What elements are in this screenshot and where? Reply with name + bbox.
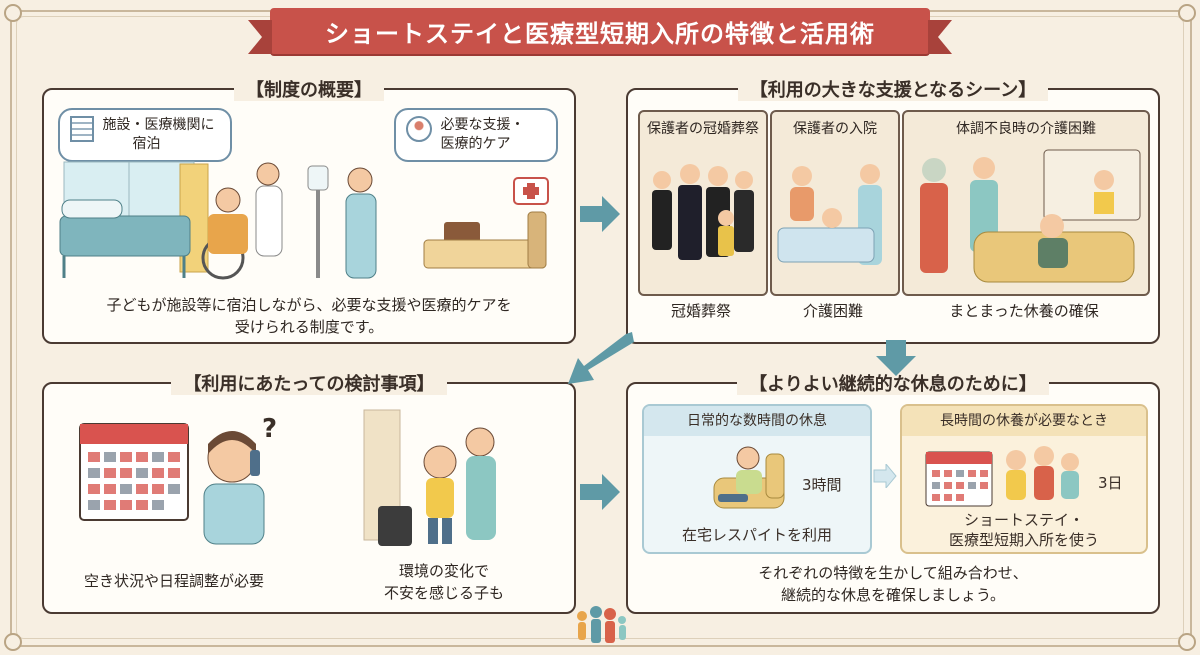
resting-parent-illustration: [713, 446, 785, 509]
summary-line: それぞれの特徴を生かして組み合わせ、: [758, 564, 1028, 582]
corner-ornament: [4, 4, 22, 22]
label-line: 空き状況や日程調整が必要: [83, 572, 264, 590]
overview-description: 子どもが施設等に宿泊しながら、必要な支援や医療的ケアを 受けられる制度です。: [44, 294, 574, 338]
short-rest-card: 日常的な数時間の休息 3時間 在宅レスパイトを利用: [642, 404, 872, 554]
scene-title: 保護者の冠婚葬祭: [647, 121, 759, 137]
scene-hospitalization: 保護者の入院: [770, 110, 900, 296]
hospital-bed: [59, 215, 191, 257]
hospitalization-illustration: [777, 164, 882, 265]
description-line: 受けられる制度です。: [234, 318, 384, 336]
consideration-label: 空き状況や日程調整が必要: [64, 570, 284, 592]
label-line: 医療型短期入所を使う: [948, 531, 1099, 549]
calendar-icon: [79, 423, 189, 521]
scene-ceremony: 保護者の冠婚葬祭: [638, 110, 768, 296]
nurse-head: [256, 162, 280, 186]
overview-illustration: [59, 161, 549, 280]
considerations-panel: 【利用にあたっての検討事項】 ? 空き状況や日程調整が必要 環境の変化で 不安を…: [42, 374, 576, 614]
care-bubble: 必要な支援・ 医療的ケア: [394, 108, 558, 162]
label-line: ショートステイ・: [963, 511, 1084, 529]
family-icon: [577, 606, 626, 643]
arrow-overview-to-scenes: [580, 196, 620, 232]
anxious-child-illustration: [363, 409, 496, 546]
long-rest-title: 長時間の休養が必要なとき: [902, 406, 1146, 436]
staff-head: [347, 167, 373, 193]
bubble-text: 医療的ケア: [440, 136, 511, 152]
considerations-heading: 【利用にあたっての検討事項】: [44, 370, 574, 396]
page-title: ショートステイと医療型短期入所の特徴と活用術: [325, 19, 875, 48]
ceremony-illustration: [652, 164, 754, 260]
suitcase: [444, 222, 480, 244]
staff: [345, 193, 377, 279]
facility-bubble: 施設・医療機関に 宿泊: [58, 108, 232, 162]
scene-illness: 体調不良時の介護困難: [902, 110, 1150, 296]
scenes-heading: 【利用の大きな支援となるシーン】: [628, 76, 1158, 102]
summary-line: 継続的な休息を確保しましょう。: [780, 586, 1006, 604]
arrow-scenes-to-rest: [876, 340, 916, 376]
label-line: 不安を感じる子も: [383, 584, 504, 602]
long-rest-calendar-icon: [925, 451, 993, 507]
scene-label: 介護困難: [802, 302, 863, 320]
luggage: [378, 506, 412, 546]
bubble-text: 必要な支援・: [440, 117, 525, 133]
overview-heading: 【制度の概要】: [44, 76, 574, 102]
rest-heading: 【よりよい継続的な休息のために】: [628, 370, 1158, 396]
overview-panel: 【制度の概要】 施設・医療機関に 宿泊 必要な支援・ 医療的ケア: [42, 80, 576, 344]
question-mark: ?: [262, 414, 278, 444]
short-rest-title: 日常的な数時間の休息: [644, 406, 870, 436]
medical-care-icon: [406, 116, 432, 142]
bubble-text: 施設・医療機関に: [102, 117, 215, 133]
corner-ornament: [4, 633, 22, 651]
arrow-scenes-to-considerations: [568, 332, 634, 384]
consideration-label: 環境の変化で 不安を感じる子も: [344, 560, 544, 604]
label-line: 環境の変化で: [398, 562, 489, 580]
child-head: [215, 187, 241, 213]
building-icon: [70, 116, 94, 142]
title-banner: ショートステイと医療型短期入所の特徴と活用術: [248, 8, 952, 54]
short-rest-duration: 3時間: [802, 476, 842, 494]
rest-arrow: [873, 464, 897, 488]
rest-panel: 【よりよい継続的な休息のために】 日常的な数時間の休息 3時間 在宅レスパイトを…: [626, 374, 1160, 614]
children-group-illustration: [1006, 446, 1079, 500]
long-rest-duration: 3日: [1098, 474, 1123, 492]
scenes-panel: 【利用の大きな支援となるシーン】 保護者の冠婚葬祭 冠婚葬祭 保護者の入院 介護…: [626, 80, 1160, 344]
description-line: 子どもが施設等に宿泊しながら、必要な支援や医療的ケアを: [106, 296, 512, 314]
nurse: [255, 185, 283, 257]
arrow-considerations-to-rest: [580, 474, 620, 510]
child-wheelchair: [208, 214, 248, 254]
scene-label: まとまった休養の確保: [949, 302, 1099, 320]
worried-parent-on-phone: [203, 431, 265, 545]
illness-illustration: [920, 149, 1141, 283]
long-rest-label: ショートステイ・ 医療型短期入所を使う: [902, 510, 1146, 550]
scene-title: 体調不良時の介護困難: [956, 121, 1096, 137]
corner-ornament: [1178, 4, 1196, 22]
short-rest-label: 在宅レスパイトを利用: [681, 526, 832, 544]
bubble-text: 宿泊: [132, 136, 161, 152]
rest-summary: それぞれの特徴を生かして組み合わせ、 継続的な休息を確保しましょう。: [628, 562, 1158, 606]
scene-title: 保護者の入院: [793, 121, 877, 137]
corner-ornament: [1178, 633, 1196, 651]
scene-label: 冠婚葬祭: [670, 302, 731, 320]
iv-stand: [316, 170, 320, 278]
long-rest-card: 長時間の休養が必要なとき 3日 ショートステイ・ 医療型短期入所を使う: [900, 404, 1148, 554]
